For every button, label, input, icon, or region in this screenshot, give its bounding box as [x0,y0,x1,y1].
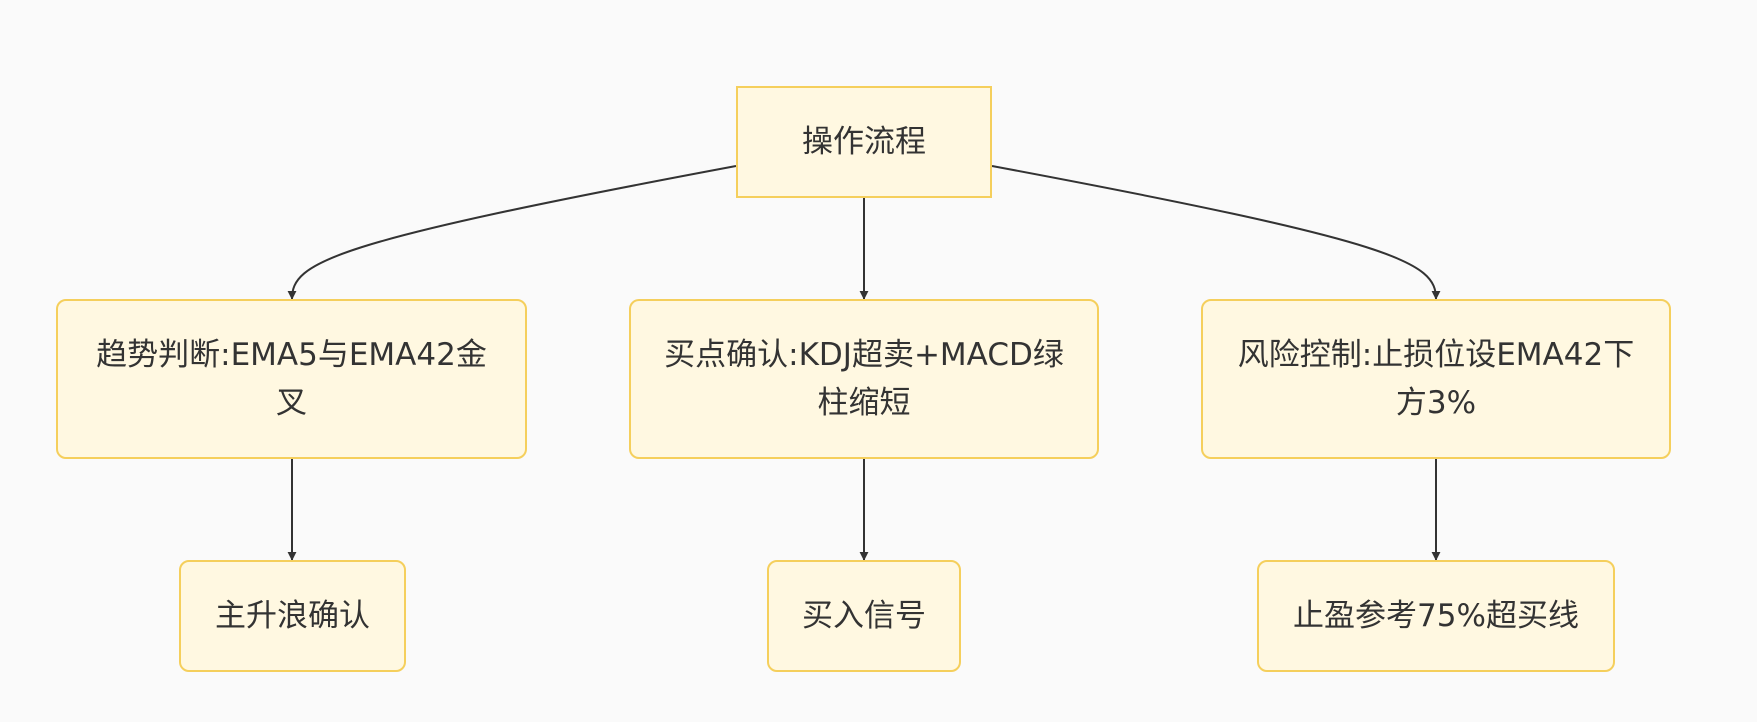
edge-root-to-trend [287,165,737,300]
node-buy-label: 买点确认:KDJ超卖+MACD绿柱缩短 [664,337,1064,421]
node-wave-label: 主升浪确认 [215,598,370,634]
node-signal-label: 买入信号 [802,598,926,634]
node-buy-signal: 买入信号 [767,560,961,672]
node-root-label: 操作流程 [802,124,926,160]
node-root-operation-flow: 操作流程 [736,86,992,198]
edge-root-to-risk [991,165,1441,300]
node-take-profit: 止盈参考75%超买线 [1257,560,1615,672]
node-buy-point-confirmation: 买点确认:KDJ超卖+MACD绿柱缩短 [629,299,1099,459]
node-risk-label: 风险控制:止损位设EMA42下方3% [1237,337,1635,421]
node-trend-judgment: 趋势判断:EMA5与EMA42金叉 [56,299,527,459]
node-trend-label: 趋势判断:EMA5与EMA42金叉 [96,337,487,421]
node-risk-control: 风险控制:止损位设EMA42下方3% [1201,299,1671,459]
node-profit-label: 止盈参考75%超买线 [1293,598,1579,634]
node-main-wave-confirmation: 主升浪确认 [179,560,406,672]
